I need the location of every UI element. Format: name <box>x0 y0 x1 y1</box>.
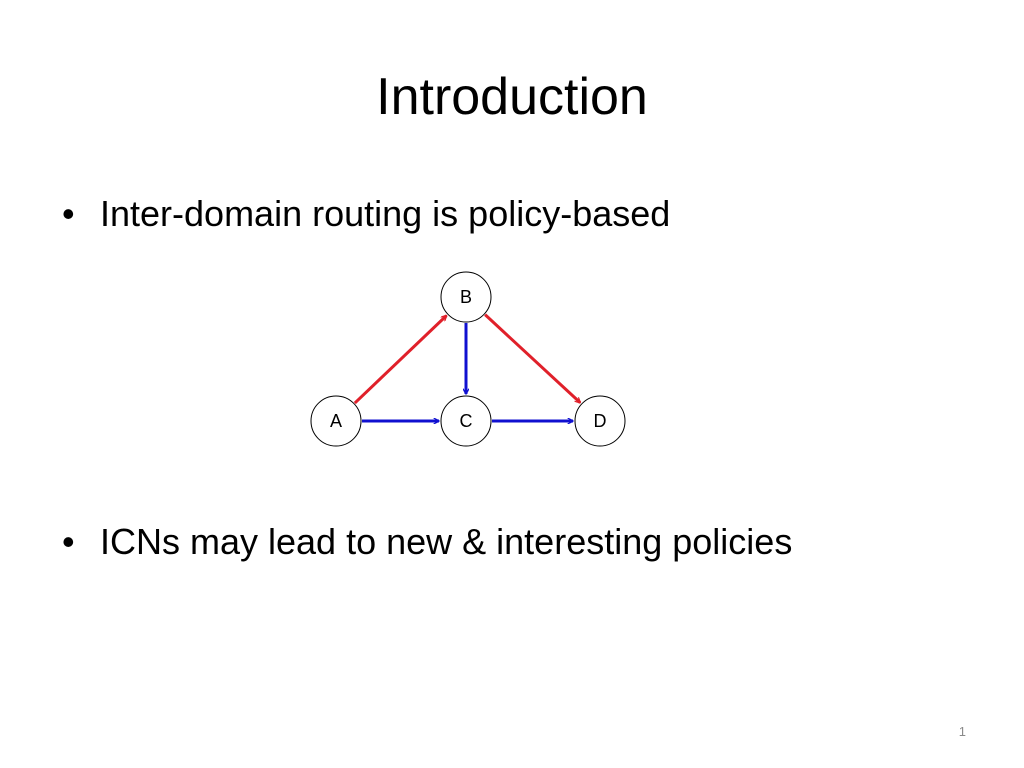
bullet-text: Inter-domain routing is policy-based <box>100 193 671 234</box>
node-a: A <box>310 395 362 447</box>
node-c: C <box>440 395 492 447</box>
node-circle <box>440 271 492 323</box>
bullet-marker: • <box>62 193 75 234</box>
node-d: D <box>574 395 626 447</box>
bullet-marker: • <box>62 521 75 562</box>
node-label: D <box>594 411 607 431</box>
node-label: C <box>460 411 473 431</box>
bullet-text: ICNs may lead to new & interesting polic… <box>100 521 793 562</box>
node-label: B <box>460 287 472 307</box>
page-number: 1 <box>958 724 966 739</box>
node-label: A <box>330 411 342 431</box>
edge-a-b-arrow <box>353 316 447 405</box>
bullet-item: • Inter-domain routing is policy-based <box>62 192 670 236</box>
node-circle <box>440 395 492 447</box>
node-circle <box>574 395 626 447</box>
edge-b-d-arrow <box>484 313 580 403</box>
slide-title: Introduction <box>376 68 648 126</box>
bullet-item: • ICNs may lead to new & interesting poli… <box>62 520 792 564</box>
node-b: B <box>440 271 492 323</box>
node-circle <box>310 395 362 447</box>
